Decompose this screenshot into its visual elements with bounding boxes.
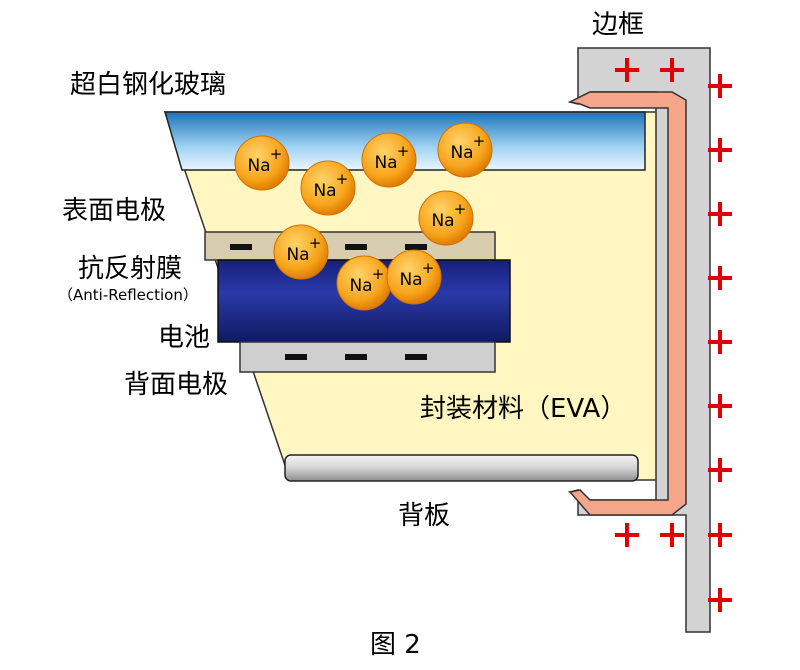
plus-sign (708, 138, 732, 162)
ion-charge: + (372, 265, 385, 283)
frame-label: 边框 (592, 10, 645, 40)
ion-symbol: Na (431, 211, 454, 231)
plus-sign (708, 202, 732, 226)
plus-sign (615, 58, 639, 82)
ion-symbol: Na (286, 245, 309, 265)
figure-caption: 图 2 (370, 630, 421, 660)
backsheet-layer (284, 454, 639, 482)
glass-label: 超白钢化玻璃 (70, 70, 227, 100)
na-ion: Na + (418, 190, 474, 246)
negative-charge (285, 354, 307, 360)
plus-sign (615, 523, 639, 547)
ion-symbol: Na (450, 143, 473, 163)
back-electrode-layer (239, 341, 496, 373)
front-electrode-label: 表面电极 (62, 196, 167, 226)
ion-symbol: Na (247, 156, 270, 176)
ion-charge: + (473, 132, 486, 150)
eva-label: 封装材料（EVA） (420, 394, 627, 424)
plus-sign (708, 458, 732, 482)
back-electrode-charges (285, 354, 427, 360)
na-ion: Na + (300, 160, 356, 216)
plus-sign (660, 523, 684, 547)
front-electrode-charges (230, 244, 427, 250)
ion-symbol: Na (349, 276, 372, 296)
sodium-ions: Na + Na + Na + Na + Na + Na + (234, 122, 493, 311)
ion-symbol: Na (313, 181, 336, 201)
plus-sign (708, 394, 732, 418)
na-ion: Na + (234, 135, 290, 191)
na-ion: Na + (361, 132, 417, 188)
na-ion: Na + (386, 249, 442, 305)
negative-charge (345, 354, 367, 360)
anti-reflection-label: 抗反射膜 (78, 254, 183, 284)
na-ion: Na + (336, 255, 392, 311)
ion-charge: + (454, 200, 467, 218)
negative-charge (405, 244, 427, 250)
ion-symbol: Na (374, 153, 397, 173)
ion-symbol: Na (399, 270, 422, 290)
ion-charge: + (270, 145, 283, 163)
frame-inner (567, 91, 687, 516)
ion-charge: + (336, 170, 349, 188)
back-electrode-label: 背面电极 (124, 370, 229, 400)
cell-label: 电池 (158, 323, 211, 353)
plus-sign (708, 523, 732, 547)
plus-sign (660, 58, 684, 82)
negative-charge (230, 244, 252, 250)
plus-sign (708, 588, 732, 612)
negative-charge (345, 244, 367, 250)
ion-charge: + (422, 259, 435, 277)
plus-sign (708, 266, 732, 290)
negative-charge (405, 354, 427, 360)
na-ion: Na + (273, 224, 329, 280)
anti-reflection-en-label: （Anti-Reflection） (58, 286, 198, 304)
na-ion: Na + (437, 122, 493, 178)
plus-sign (708, 74, 732, 98)
frame-positive-charges (615, 58, 732, 612)
backsheet-label: 背板 (398, 501, 451, 531)
ion-charge: + (309, 234, 322, 252)
plus-sign (708, 330, 732, 354)
ion-charge: + (397, 142, 410, 160)
